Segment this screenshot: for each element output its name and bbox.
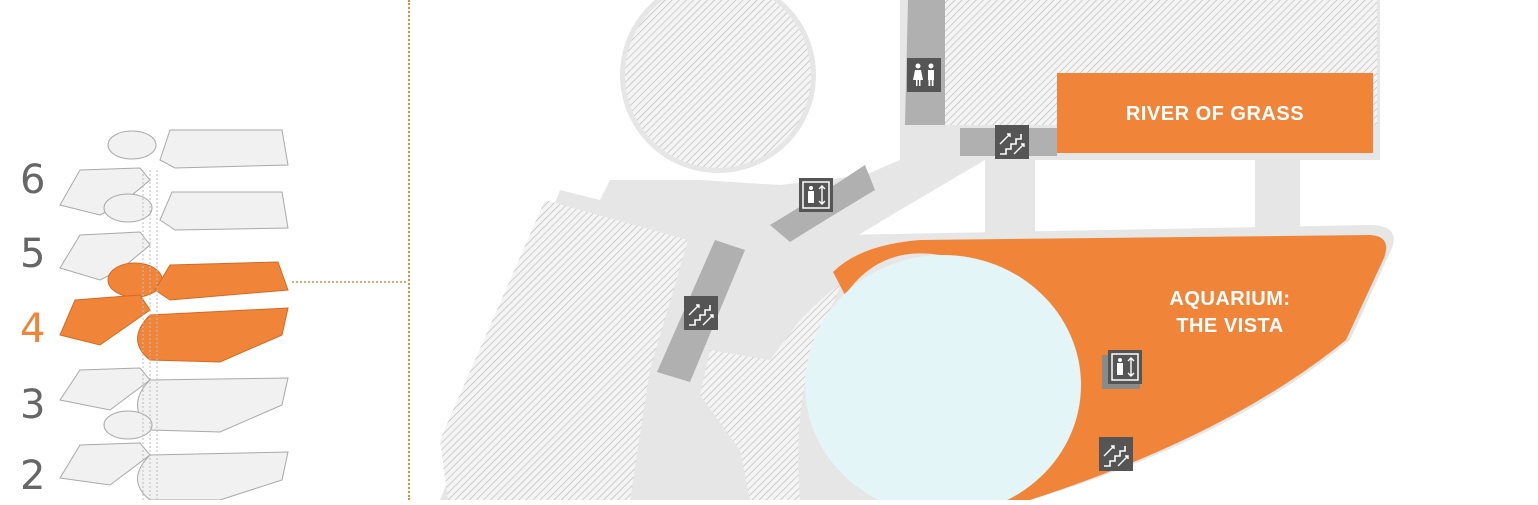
floor-number-3[interactable]: 3 — [20, 382, 46, 428]
river-of-grass-area[interactable] — [1057, 73, 1373, 153]
core-lines — [142, 170, 158, 500]
floor-number-5[interactable]: 5 — [20, 231, 46, 277]
elevator-icon[interactable] — [799, 178, 833, 212]
aquarium-tank — [805, 255, 1081, 505]
floor-number-4[interactable]: 4 — [20, 306, 46, 352]
restroom-icon[interactable] — [907, 58, 941, 92]
aquarium-label-line2: THE VISTA — [1176, 315, 1284, 337]
floor-number-2[interactable]: 2 — [20, 453, 46, 499]
escalator-icon[interactable] — [684, 296, 718, 330]
floor-map-svg — [440, 0, 1394, 505]
escalator-icon[interactable] — [995, 125, 1029, 159]
floor-3-shape[interactable] — [59, 367, 289, 440]
floor-4-shape[interactable] — [59, 261, 289, 363]
floor-stack-illustration — [59, 129, 408, 501]
floor-6-shape[interactable] — [59, 129, 289, 216]
panel-divider — [408, 0, 410, 500]
floor-number-6[interactable]: 6 — [20, 157, 46, 203]
floor-map: RIVER OF GRASS AQUARIUM: THE VISTA — [410, 0, 1538, 505]
aquarium-label-line1: AQUARIUM: — [1169, 288, 1291, 310]
escalator-icon[interactable] — [1099, 437, 1133, 471]
floor-stack-panel: 6 5 4 3 2 — [0, 0, 410, 501]
elevator-icon[interactable] — [1102, 350, 1142, 389]
floor-2-shape[interactable] — [59, 442, 289, 501]
river-of-grass-label: RIVER OF GRASS — [1125, 103, 1305, 125]
